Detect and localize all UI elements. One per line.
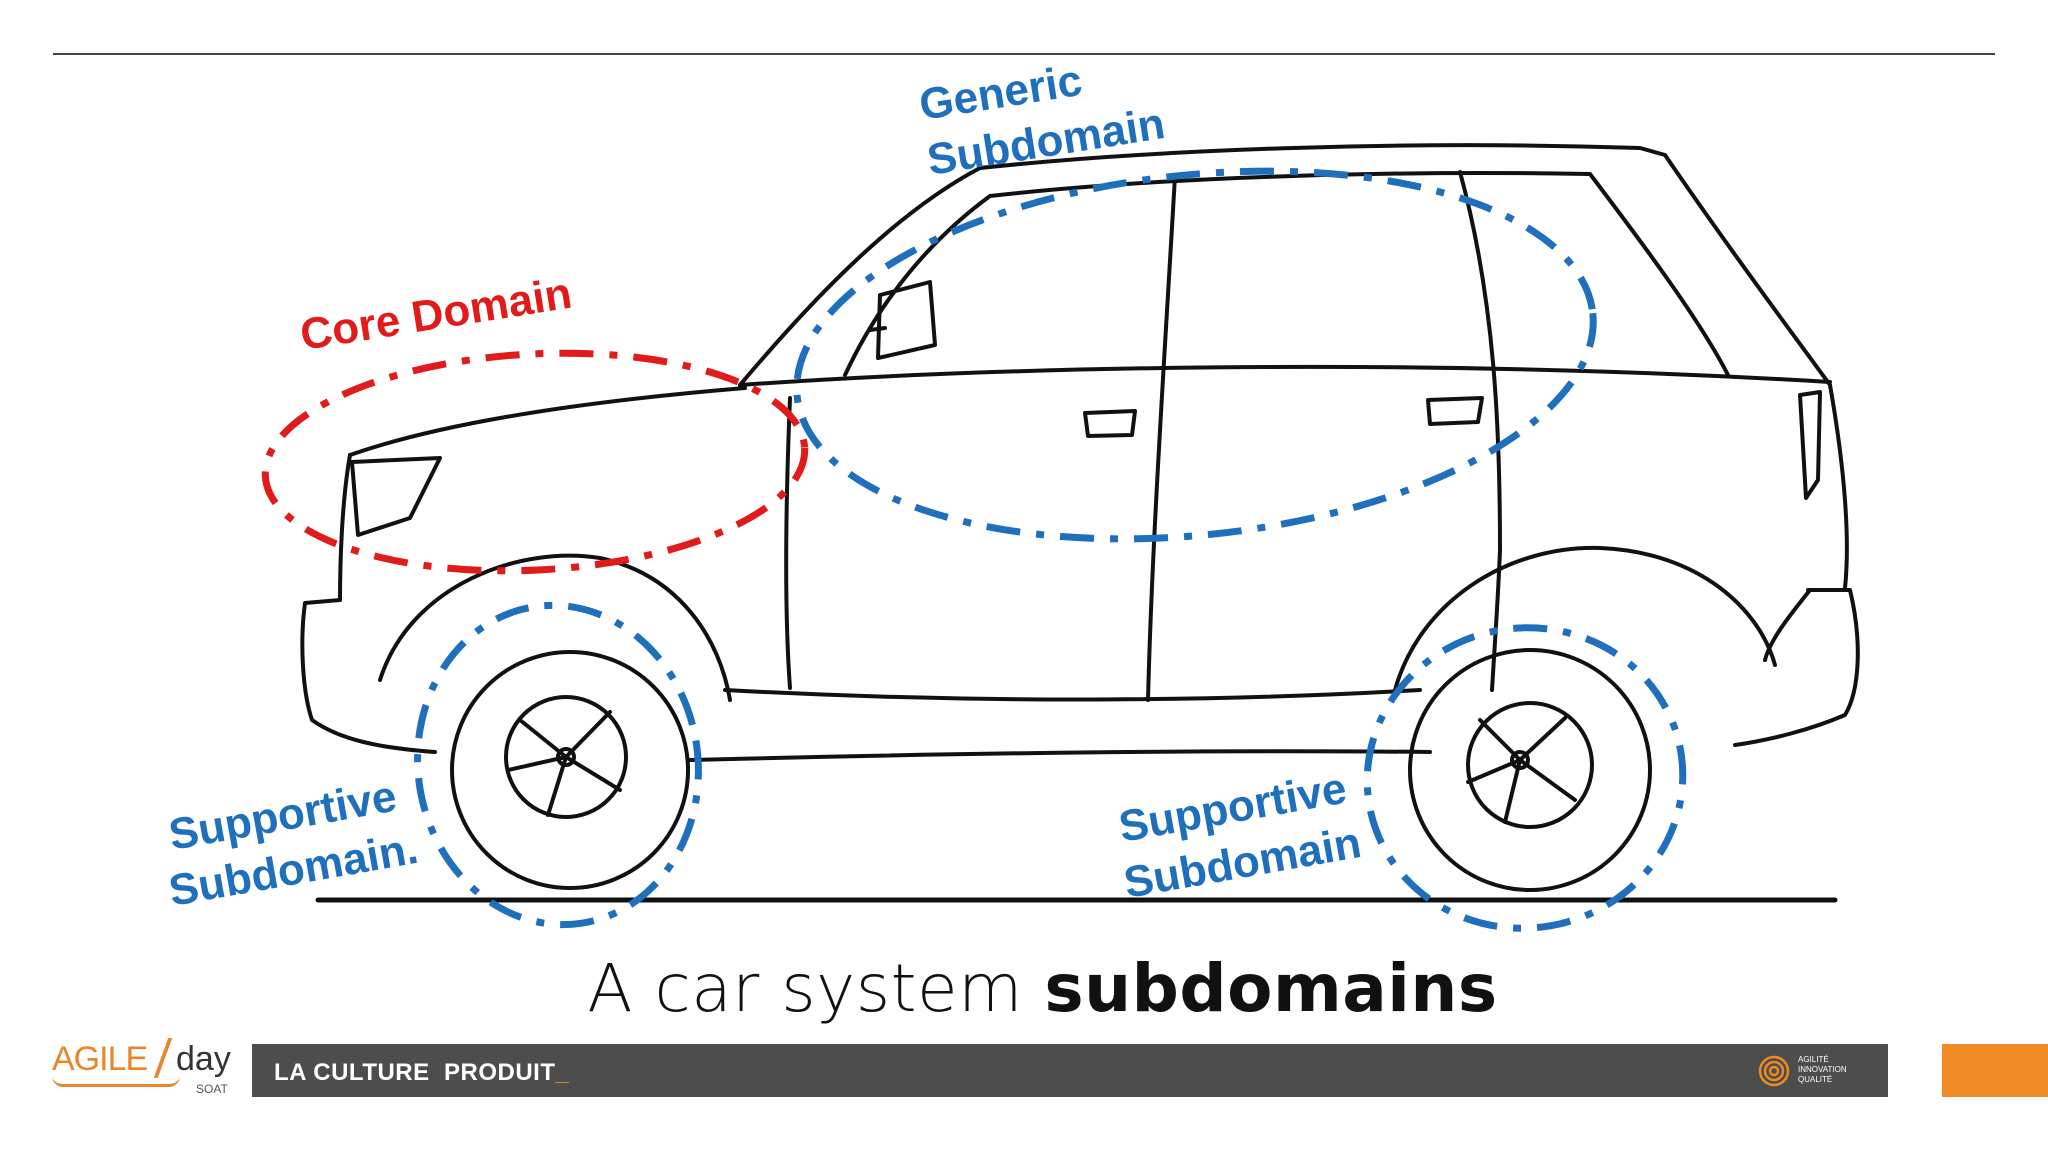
car-sketch <box>300 143 1860 903</box>
car-sill-line <box>723 688 1422 702</box>
car-door-handle-front <box>1083 409 1137 438</box>
front-wheel-tire <box>450 650 690 890</box>
logo-day-text: day <box>176 1040 231 1078</box>
label-core-domain: Core Domain <box>297 269 575 360</box>
car-window-top <box>843 170 1730 377</box>
caption-prefix: A car system <box>587 950 1045 1027</box>
car-belt-line <box>738 364 1832 387</box>
car-rear-gap <box>1763 588 1812 662</box>
car-b-pillar <box>1146 174 1177 702</box>
rear-wheel-rim <box>1466 701 1594 829</box>
logo-soat-text: SOAT <box>196 1082 228 1096</box>
front-wheel-rim <box>504 695 628 819</box>
badge-line-3: QUALITÉ <box>1798 1075 1833 1084</box>
car-rocker <box>688 749 1432 762</box>
car-rear <box>1828 383 1849 590</box>
concentric-circles-icon <box>1758 1055 1790 1087</box>
car-taillight <box>1798 390 1822 500</box>
caption-bold: subdomains <box>1044 950 1498 1027</box>
car-roof-line <box>738 143 1832 387</box>
badge-line-2: INNOVATION <box>1798 1065 1847 1074</box>
car-rear-arch <box>1393 545 1777 692</box>
logo-swoosh <box>52 1076 180 1087</box>
car-rear-bumper <box>1733 588 1860 747</box>
car-mirror <box>868 280 937 360</box>
supportive-right-ellipse <box>1363 624 1687 932</box>
badge-line-1: AGILITÉ <box>1798 1055 1829 1064</box>
car-front-arch <box>378 553 732 702</box>
footer-bar-text: LA CULTURE PRODUIT_ <box>274 1059 569 1087</box>
footer-accent-block <box>1942 1044 2048 1097</box>
supportive-left-ellipse <box>414 601 702 929</box>
footer-bar: LA CULTURE PRODUIT_ AGILITÉ INNOVATION Q… <box>252 1044 1888 1097</box>
core-domain-ellipse <box>261 349 809 575</box>
rear-wheel-tire <box>1408 648 1652 892</box>
badge-text: AGILITÉ INNOVATION QUALITÉ <box>1798 1055 1847 1085</box>
car-front-bumper <box>300 598 437 754</box>
footer-badge: AGILITÉ INNOVATION QUALITÉ <box>1758 1053 1868 1089</box>
front-wheel-spokes <box>506 710 622 817</box>
car-front <box>338 453 352 602</box>
car-headlight <box>350 456 442 537</box>
footer-title: LA CULTURE PRODUIT <box>274 1059 556 1086</box>
car-hood <box>348 386 747 457</box>
logo-slash <box>153 1038 173 1078</box>
top-divider <box>53 53 1995 55</box>
generic-subdomain-ellipse <box>793 167 1597 543</box>
slide-caption: A car system subdomains <box>0 950 2048 1027</box>
car-door-handle-rear <box>1426 396 1484 426</box>
car-a-pillar <box>784 396 792 690</box>
car-c-pillar <box>1458 170 1502 692</box>
logo-agile-text: AGILE <box>52 1040 148 1078</box>
agileday-logo: AGILE day SOAT <box>50 1036 240 1098</box>
footer-cursor: _ <box>555 1059 570 1086</box>
rear-wheel-spokes <box>1466 716 1577 824</box>
